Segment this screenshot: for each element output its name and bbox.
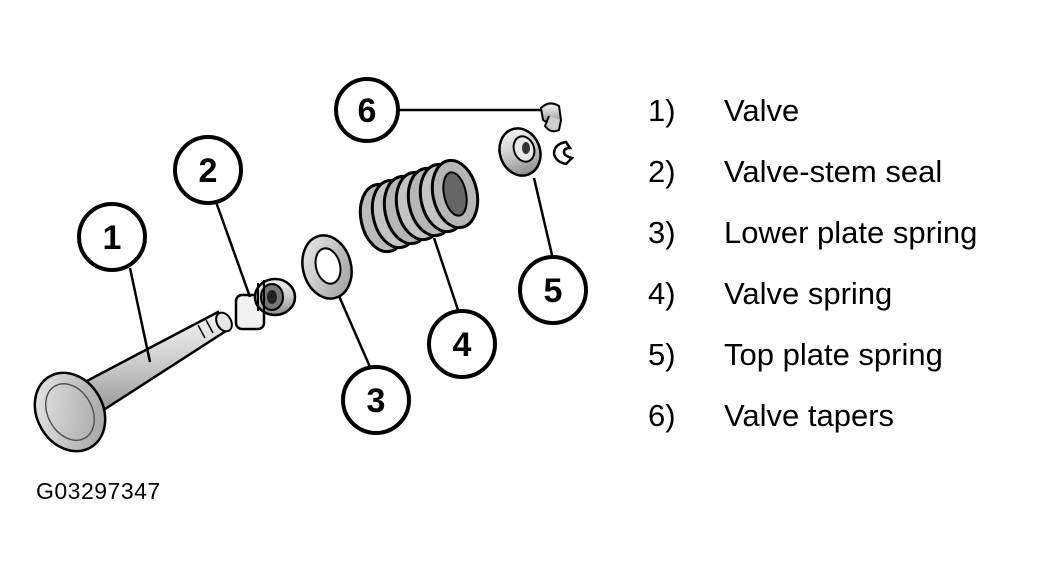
callout-1: 1 — [77, 202, 147, 272]
legend-item-lower-plate-spring: 3) Lower plate spring — [648, 202, 1038, 263]
legend-item-valve: 1) Valve — [648, 80, 1038, 141]
legend-label: Valve-stem seal — [724, 153, 943, 189]
legend-number: 4) — [648, 275, 676, 311]
leader-lines — [128, 108, 554, 368]
legend-number: 1) — [648, 92, 676, 128]
valve-stem-seal-part — [234, 277, 297, 331]
legend-number: 5) — [648, 336, 676, 372]
legend-item-valve-tapers: 6) Valve tapers — [648, 385, 1038, 446]
legend-item-valve-stem-seal: 2) Valve-stem seal — [648, 141, 1038, 202]
svg-text:1: 1 — [103, 219, 122, 257]
top-plate-spring-part — [498, 127, 542, 177]
legend-item-valve-spring: 4) Valve spring — [648, 263, 1038, 324]
legend-number: 2) — [648, 153, 676, 189]
parts-legend: 1) Valve 2) Valve-stem seal 3) Lower pla… — [648, 80, 1038, 446]
lower-plate-spring-part — [301, 234, 353, 300]
legend-label: Lower plate spring — [724, 214, 978, 250]
figure-id: G03297347 — [36, 478, 161, 504]
valve-assembly-diagram: 1 2 3 4 5 6 — [33, 77, 588, 453]
legend-label: Valve tapers — [724, 397, 895, 433]
legend-item-top-plate-spring: 5) Top plate spring — [648, 324, 1038, 385]
callout-6: 6 — [334, 77, 400, 143]
legend-label: Valve spring — [724, 275, 893, 311]
svg-text:4: 4 — [453, 326, 472, 364]
callout-3: 3 — [341, 365, 411, 435]
legend-number: 3) — [648, 214, 676, 250]
callout-5: 5 — [518, 255, 588, 325]
legend-number: 6) — [648, 397, 676, 433]
valve-part — [33, 310, 233, 453]
callout-4: 4 — [427, 309, 497, 379]
valve-spring-part — [358, 158, 480, 254]
callout-2: 2 — [173, 135, 243, 205]
legend-label: Valve — [724, 92, 800, 128]
svg-text:3: 3 — [367, 382, 386, 420]
legend-label: Top plate spring — [724, 336, 943, 372]
svg-text:2: 2 — [199, 152, 218, 190]
valve-tapers-part — [539, 102, 575, 166]
svg-text:6: 6 — [358, 92, 377, 130]
svg-text:5: 5 — [544, 272, 563, 310]
